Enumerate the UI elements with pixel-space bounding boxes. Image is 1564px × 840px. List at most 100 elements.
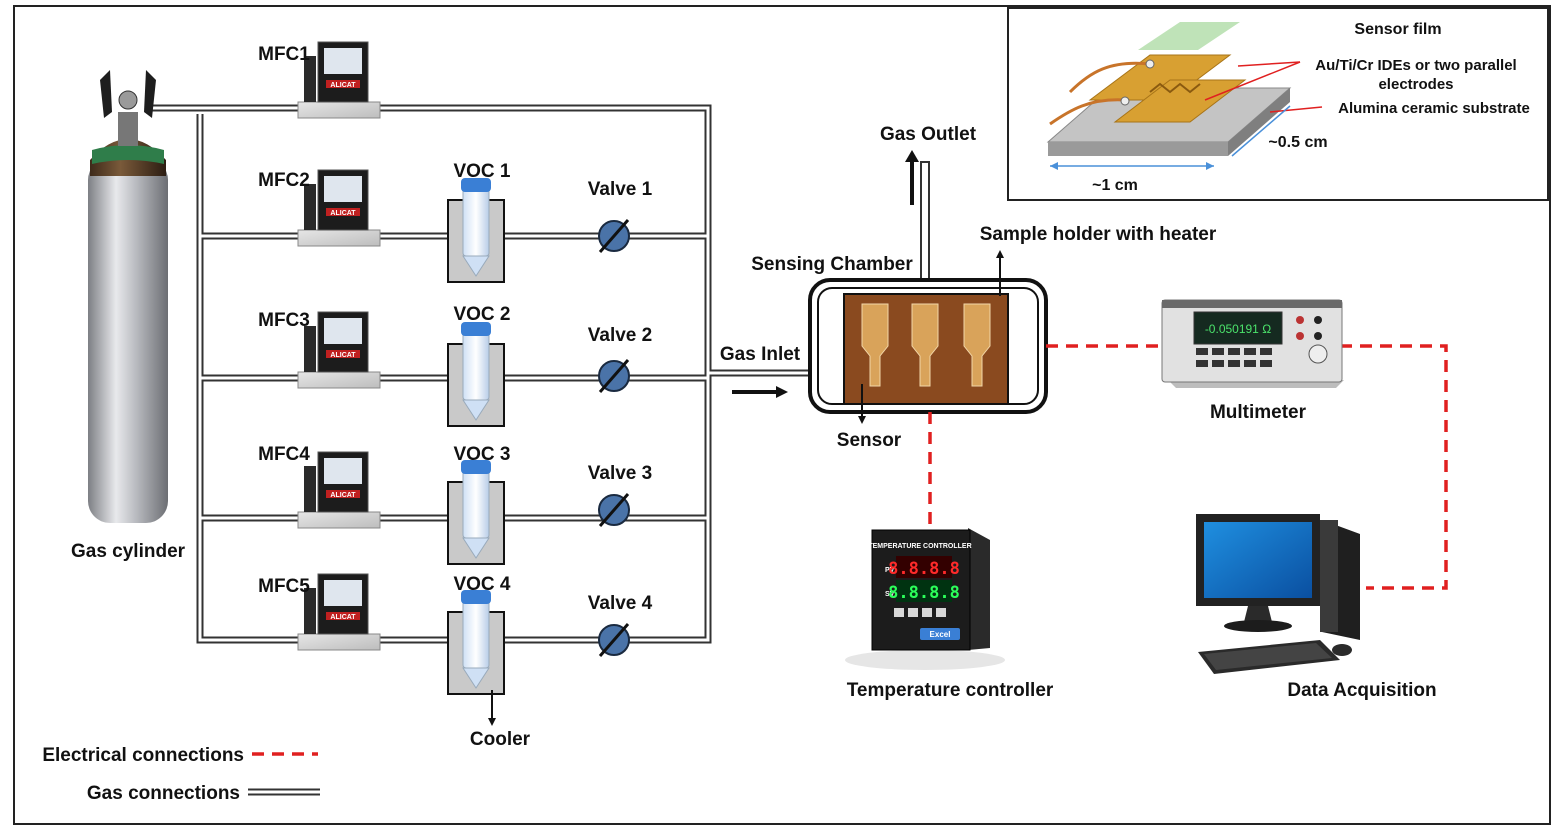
label-length-dim: ~1 cm [1092, 177, 1138, 194]
mfc-base [297, 229, 381, 247]
mfc-unit: ALICAT MFC5 [258, 573, 381, 651]
voc-tube-tip [462, 399, 490, 421]
substrate-front [1048, 142, 1228, 156]
label-gas-outlet: Gas Outlet [880, 124, 977, 145]
contact-lower [1120, 96, 1130, 106]
mfc-base [297, 511, 381, 529]
outlet-pipe [920, 161, 930, 283]
mfc-brand: ALICAT [330, 492, 356, 499]
electrode-lower [1113, 79, 1247, 123]
mfc-brand: ALICAT [330, 82, 356, 89]
label-sensor-film: Sensor film [1354, 21, 1441, 38]
voc-bottle: VOC 3 [447, 444, 511, 565]
wire-lower [1049, 98, 1126, 126]
mouse [1332, 644, 1352, 656]
mfc-stem [304, 588, 316, 634]
voc-tube [462, 185, 490, 257]
mfc-brand-plate [326, 350, 360, 358]
wire-upper [1068, 61, 1151, 94]
mfc-brand-plate [326, 612, 360, 620]
mfc-display [324, 176, 362, 202]
legend-gas-label: Gas connections [87, 783, 240, 804]
label-gas-inlet: Gas Inlet [720, 344, 801, 365]
mfc-brand-plate [326, 490, 360, 498]
voc-tube-tip [462, 667, 490, 689]
controller-pv-digits: 8.8.8.8 [888, 559, 960, 579]
voc-bottle: VOC 1 [447, 161, 511, 283]
mfc-stem [304, 466, 316, 512]
voc-label: VOC 3 [453, 444, 510, 465]
temperature-controller: TEMPERATURE CONTROLLER PV 8.8.8.8 SV 8.8… [845, 528, 1054, 701]
label-temperature-controller: Temperature controller [847, 680, 1054, 701]
voc-cap [461, 460, 491, 474]
voc-cap [461, 322, 491, 336]
mfc-label: MFC2 [258, 170, 310, 191]
voc-bottle: VOC 4 [447, 574, 511, 695]
valve-label: Valve 2 [588, 325, 652, 346]
mfc-base [297, 371, 381, 389]
mfc-display [324, 458, 362, 484]
computer: Data Acquisition [1196, 514, 1437, 701]
cylinder-handle-left [100, 70, 112, 118]
mfc-brand: ALICAT [330, 352, 356, 359]
controller-brand-badge [920, 628, 960, 640]
mfc-label: MFC5 [258, 576, 310, 597]
mfc-stem [304, 184, 316, 230]
controller-sv-digits: 8.8.8.8 [888, 583, 960, 603]
controller-brand: Excel [930, 630, 951, 639]
label-data-acquisition: Data Acquisition [1287, 680, 1436, 701]
controller-panel-title: TEMPERATURE CONTROLLER [868, 543, 971, 550]
controller-sv-label: SV [885, 591, 895, 598]
voc-tube-tip [462, 255, 490, 277]
gas-cylinder: Gas cylinder [71, 70, 186, 562]
mfc-group: ALICATMFC1ALICATMFC2ALICATMFC3ALICATMFC4… [258, 41, 381, 651]
voc-group: VOC 1 VOC 2 VOC 3 VOC 4 [447, 161, 511, 695]
arrow-electrode-2 [1204, 61, 1301, 101]
sensor-film-layer [1138, 22, 1240, 50]
legend: Electrical connections Gas connections [42, 745, 320, 804]
label-electrodes-1: Au/Ti/Cr IDEs or two parallel [1315, 57, 1516, 74]
mfc-brand: ALICAT [330, 614, 356, 621]
label-gas-cylinder: Gas cylinder [71, 541, 186, 562]
cylinder-body [88, 158, 168, 523]
outer-frame [13, 5, 1551, 825]
label-sensing-chamber: Sensing Chamber [751, 254, 913, 275]
voc-tube [462, 597, 490, 669]
mfc-brand-plate [326, 208, 360, 216]
ide-fingers [1149, 82, 1201, 94]
mfc-stem [304, 326, 316, 372]
valve-slash [598, 493, 630, 527]
mfc-label: MFC1 [258, 44, 310, 65]
legend-electrical-label: Electrical connections [42, 745, 244, 766]
valve-label: Valve 4 [588, 593, 653, 614]
arrow-electrode-1 [1237, 61, 1301, 67]
valve: Valve 1 [588, 179, 653, 253]
mfc-stem [304, 56, 316, 102]
voc-cap [461, 590, 491, 604]
mfc-brand: ALICAT [330, 210, 356, 217]
electrical-connections [928, 344, 1448, 590]
controller-pv-label: PV [885, 567, 895, 574]
mfc-display [324, 580, 362, 606]
voc-bottle: VOC 2 [447, 304, 511, 427]
mfc-unit: ALICAT MFC4 [258, 444, 381, 529]
valve-slash [598, 359, 630, 393]
valve: Valve 2 [588, 325, 652, 393]
voc-tube-tip [462, 537, 490, 559]
valve: Valve 4 [588, 593, 653, 657]
label-multimeter: Multimeter [1210, 402, 1307, 423]
mfc-brand-plate [326, 80, 360, 88]
mfc-label: MFC3 [258, 310, 310, 331]
cylinder-valve-knob [118, 90, 138, 110]
label-width-dim: ~0.5 cm [1268, 134, 1327, 151]
mfc-base [297, 101, 381, 119]
mfc-unit: ALICAT MFC1 [258, 41, 381, 119]
mfc-label: MFC4 [258, 444, 310, 465]
monitor-screen [1204, 522, 1312, 598]
mfc-base [297, 633, 381, 651]
voc-tube [462, 467, 490, 539]
contact-upper [1145, 59, 1155, 69]
multimeter: -0.050191 Ω Multimeter [1161, 299, 1344, 423]
valve-slash [598, 623, 630, 657]
dim-width [1231, 105, 1291, 157]
